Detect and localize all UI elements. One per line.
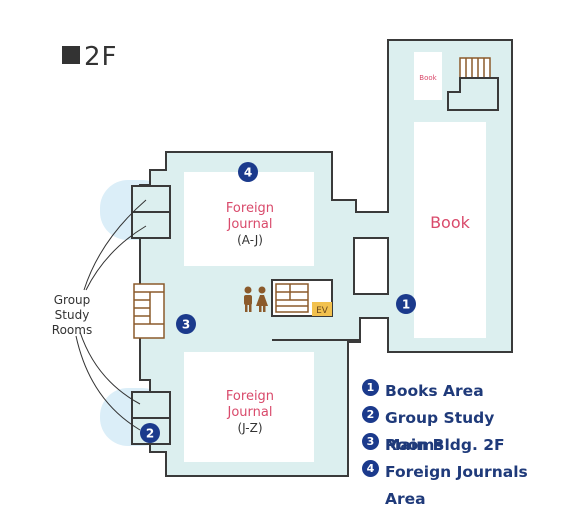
callout-line1: Group [54, 293, 91, 307]
legend-label-4: Foreign Journals Area [385, 463, 528, 508]
stairs-top-right-icon [459, 57, 491, 79]
legend-label-1: Books Area [385, 382, 484, 400]
restroom-icon [244, 286, 268, 312]
legend-item-foreign-journals: 4 Foreign Journals Area [362, 459, 555, 513]
book-small-room [414, 52, 442, 100]
group-study-rooms-top [131, 185, 171, 239]
marker-1: 1 [396, 294, 416, 314]
legend-item-books: 1 Books Area [362, 378, 555, 405]
legend-num-2: 2 [362, 406, 379, 423]
marker-4: 4 [238, 162, 258, 182]
callout-lines [75, 199, 147, 431]
elevator-icon [312, 302, 332, 316]
callout-line2: Study [55, 308, 90, 322]
callout-line3: Rooms [52, 323, 92, 337]
fj-bottom-line1: Foreign [226, 389, 274, 404]
fj-top-line2: Journal [227, 217, 273, 232]
marker-2: 2 [140, 423, 160, 443]
stairs-left-icon [133, 283, 165, 339]
marker-3: 3 [176, 314, 196, 334]
elevator-core: EV [271, 279, 333, 317]
book-small-label: Book [419, 74, 437, 82]
book-large-room [414, 122, 486, 338]
fj-bottom-room [184, 352, 314, 462]
stairs-top-right-outline [447, 77, 499, 111]
marker-2-label: 2 [146, 427, 154, 441]
elevator-label: EV [316, 306, 329, 316]
fj-top-room [184, 172, 314, 266]
shaft-box [353, 237, 389, 295]
marker-3-label: 3 [182, 318, 190, 332]
fj-top-range: (A-J) [237, 233, 263, 247]
fj-top-line1: Foreign [226, 201, 274, 216]
legend-num-4: 4 [362, 460, 379, 477]
legend-label-3: Main Bldg. 2F [385, 436, 505, 454]
legend-label-2: Group Study Rooms [385, 409, 495, 454]
floor-title: 2F [62, 42, 118, 72]
legend-num-1: 1 [362, 379, 379, 396]
square-icon [62, 46, 80, 64]
marker-4-label: 4 [244, 166, 252, 180]
floor-title-text: 2F [84, 42, 118, 72]
marker-1-label: 1 [402, 298, 410, 312]
legend-item-group-study: 2 Group Study Rooms [362, 405, 555, 454]
fj-bottom-line2: Journal [227, 405, 273, 420]
fj-bottom-range: (J-Z) [237, 421, 262, 435]
legend-item-main-bldg: 3 Main Bldg. 2F [362, 432, 555, 459]
legend: 1 Books Area 2 Group Study Rooms 3 Main … [362, 378, 555, 513]
book-large-label: Book [430, 213, 471, 232]
legend-num-3: 3 [362, 433, 379, 450]
